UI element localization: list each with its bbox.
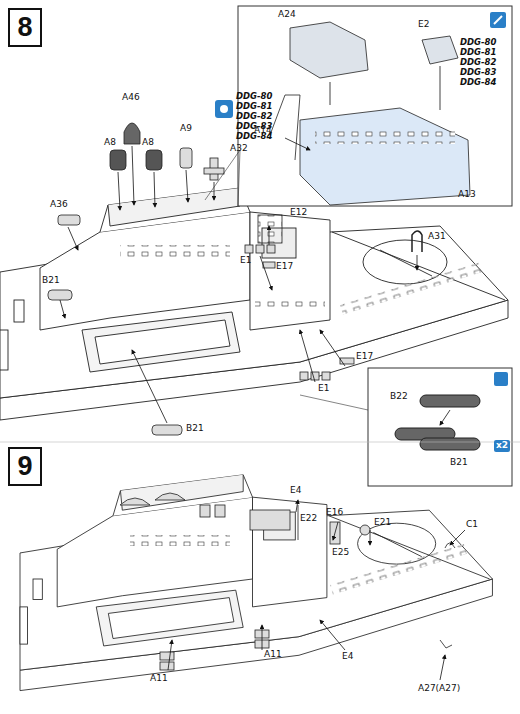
variant-note: DDG-84 (460, 78, 496, 87)
part-number: E25 (332, 548, 349, 558)
part-number: E1 (318, 384, 329, 394)
variant-note: DDG-83 (460, 68, 496, 77)
part-number: A24 (278, 10, 296, 20)
variant-note: DDG-82 (460, 58, 496, 67)
part-number: C1 (466, 520, 478, 530)
variant-note: DDG-84 (236, 132, 272, 141)
step-number: 8 (17, 14, 32, 41)
part-number: B21 (186, 424, 204, 434)
part-number: B21 (42, 276, 60, 286)
part-number: A46 (122, 93, 140, 103)
part-number: E4 (290, 486, 301, 496)
step-number-box: 9 (8, 447, 42, 486)
part-number: A8 (104, 138, 116, 148)
part-number: E16 (326, 508, 343, 518)
part-number: B22 (390, 392, 408, 402)
part-number: A11 (150, 674, 168, 684)
part-number: E2 (418, 20, 429, 30)
variant-note: DDG-81 (460, 48, 496, 57)
part-number: A9 (180, 124, 192, 134)
part-number: E22 (300, 514, 317, 524)
variant-note: DDG-82 (236, 112, 272, 121)
variant-note: DDG-80 (460, 38, 496, 47)
part-number: E4 (342, 652, 353, 662)
part-number: B21 (450, 458, 468, 468)
variant-note: DDG-83 (236, 122, 272, 131)
part-number: A13 (458, 190, 476, 200)
part-number: A32 (230, 144, 248, 154)
part-number: A36 (50, 200, 68, 210)
part-number: E17 (356, 352, 373, 362)
variant-note: DDG-81 (236, 102, 272, 111)
part-number: A8 (142, 138, 154, 148)
part-number: A31 (428, 232, 446, 242)
step-number: 9 (17, 453, 32, 480)
part-number: A27(A27) (418, 684, 460, 694)
quantity-badge: x2 (494, 440, 510, 452)
part-number: E21 (374, 518, 391, 528)
part-number: A11 (264, 650, 282, 660)
part-number: E1 (240, 256, 251, 266)
part-number: E12 (290, 208, 307, 218)
variant-note: DDG-80 (236, 92, 272, 101)
part-number: E17 (276, 262, 293, 272)
step-number-box: 8 (8, 8, 42, 47)
